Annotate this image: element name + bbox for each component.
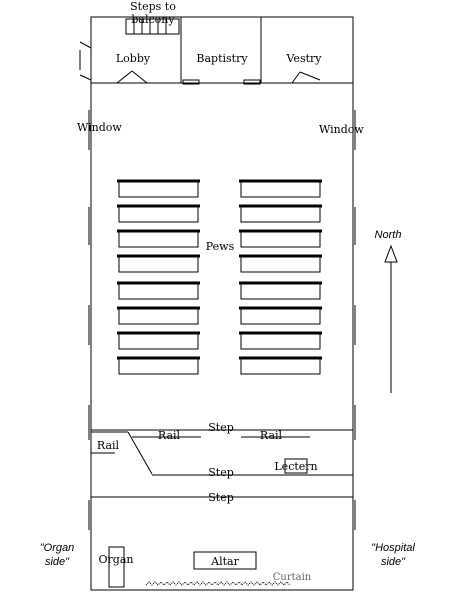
- pews-group: [117, 179, 322, 375]
- baptistry-door-right: [243, 79, 261, 85]
- pew-right-5: [239, 281, 322, 300]
- steps-to-balcony-label-1: Steps to: [130, 0, 176, 13]
- window-label-right: Window: [319, 123, 364, 136]
- step-label-3: Step: [208, 491, 234, 504]
- altar-box: [193, 551, 257, 570]
- rail-left: [91, 431, 153, 475]
- organ-label: Organ: [99, 553, 134, 566]
- rail-left-label: Rail: [97, 439, 120, 452]
- window-label-left: Window: [77, 121, 122, 134]
- hospital-side-label-2: side": [381, 556, 406, 568]
- pew-left-6: [117, 306, 200, 325]
- step-label-2: Step: [208, 466, 234, 479]
- organ-side-label-2: side": [45, 556, 70, 568]
- pew-right-1: [239, 179, 322, 198]
- pew-left-2: [117, 204, 200, 223]
- pew-left-8: [117, 356, 200, 375]
- curtain-line: [145, 581, 291, 586]
- altar-label: Altar: [210, 555, 239, 568]
- pew-left-7: [117, 331, 200, 350]
- steps-to-balcony-label-2: balcony: [131, 13, 175, 26]
- pew-left-1: [117, 179, 200, 198]
- lobby-label: Lobby: [116, 52, 151, 65]
- baptistry-label: Baptistry: [196, 52, 248, 65]
- pew-right-7: [239, 331, 322, 350]
- pew-right-2: [239, 204, 322, 223]
- pew-left-3: [117, 229, 200, 248]
- pew-left-4: [117, 254, 200, 273]
- vestry-door: [291, 71, 321, 84]
- rail-center-left-label: Rail: [158, 429, 181, 442]
- pew-right-4: [239, 254, 322, 273]
- pew-right-8: [239, 356, 322, 375]
- organ-box: [108, 546, 125, 588]
- curtain-label: Curtain: [273, 572, 312, 583]
- organ-side-label-1: "Organ: [40, 542, 74, 554]
- pew-right-3: [239, 229, 322, 248]
- hospital-side-label-1: "Hospital: [371, 542, 415, 554]
- lectern-label: Lectern: [274, 460, 317, 473]
- balcony-steps: [125, 18, 180, 35]
- lectern-box: [284, 458, 308, 474]
- pew-right-6: [239, 306, 322, 325]
- vestry-label: Vestry: [286, 52, 323, 65]
- north-arrow-icon: [384, 244, 398, 393]
- step-label-1: Step: [208, 421, 234, 434]
- rail-center-right-label: Rail: [260, 429, 283, 442]
- lobby-doors: [79, 41, 148, 84]
- pew-left-5: [117, 281, 200, 300]
- baptistry-door-left: [182, 79, 200, 85]
- north-label: North: [375, 229, 402, 241]
- pews-label: Pews: [206, 240, 235, 253]
- outer-wall: [90, 16, 354, 591]
